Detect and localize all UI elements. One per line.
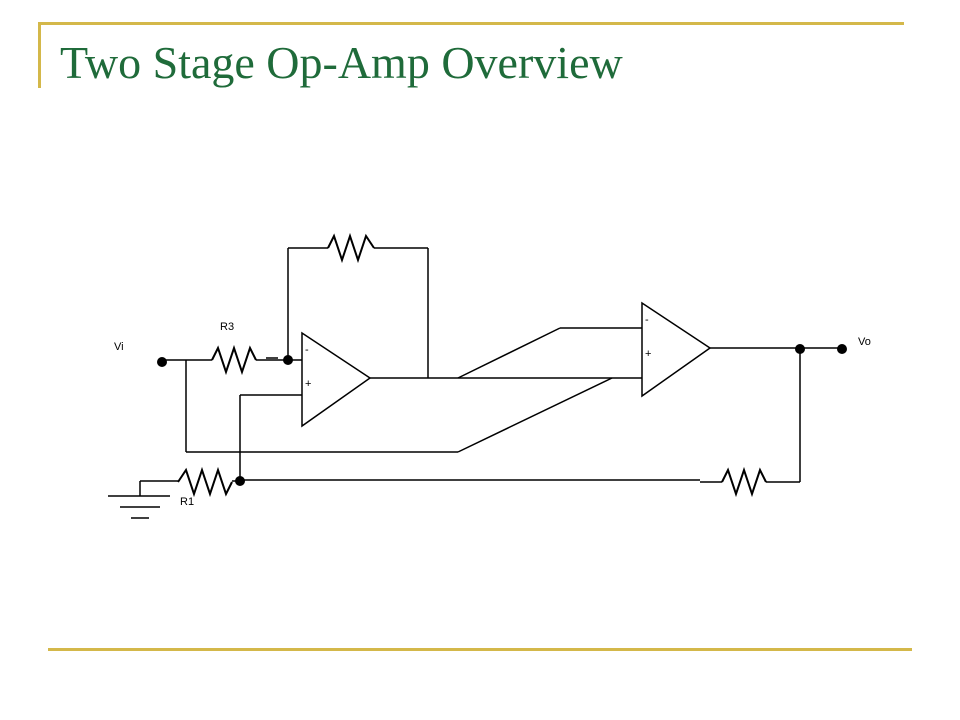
opamp1-noninverting-symbol: + [305,378,311,390]
opamp1-inverting-symbol: - [305,344,309,356]
slide-title: Two Stage Op-Amp Overview [60,37,623,88]
op-amp-1 [301,331,372,428]
label-vi: Vi [114,341,124,353]
opamp2-noninverting-symbol: + [645,348,651,360]
resistor-r1 [177,466,233,498]
frame-bottom-line [48,648,912,651]
label-r1: R1 [180,496,194,508]
label-r3: R3 [220,321,234,333]
resistor-feedback-2 [721,466,767,498]
resistor-r3 [211,344,257,376]
resistor-feedback-1 [327,232,375,264]
op-amp-2 [641,301,712,398]
input-terminal [157,357,167,367]
label-vo: Vo [858,336,871,348]
output-terminal [837,344,847,354]
frame-top-line [40,22,904,25]
opamp2-inverting-symbol: - [645,314,649,326]
frame-left-line [38,22,41,88]
wire-cross-lower [457,377,613,453]
wire-cross-upper [457,327,561,379]
